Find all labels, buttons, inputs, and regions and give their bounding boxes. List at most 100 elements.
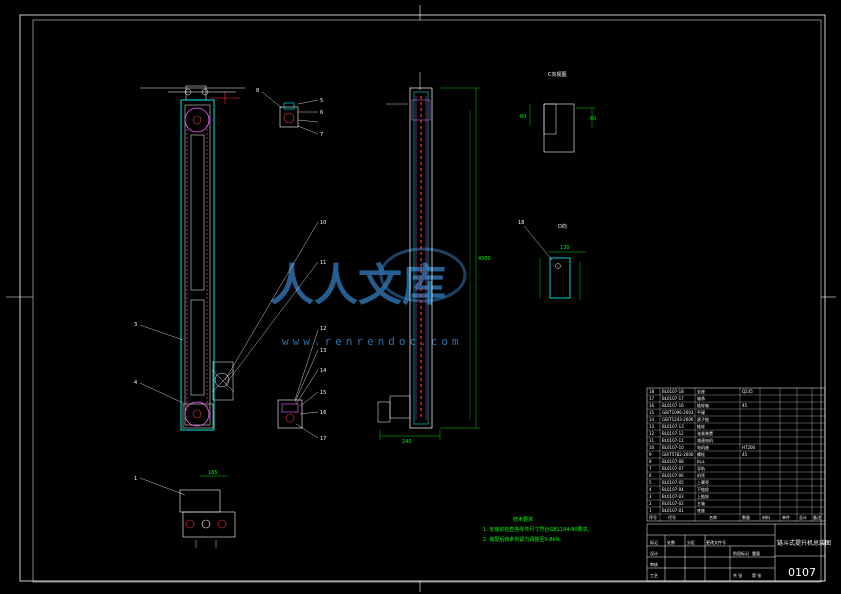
bom-header-cell: 序号 (649, 514, 657, 520)
title-cell-1: 处数 (667, 539, 675, 545)
balloon-right-17: 17 (320, 436, 326, 442)
bom-cell: 机壳 (697, 472, 705, 478)
balloon-top-6: 6 (320, 110, 323, 116)
bom-cell: 18 (649, 389, 655, 394)
bom-cell: 滚子链 (697, 416, 709, 422)
drawing-number: 0107 (788, 566, 816, 579)
dim-total-height: 4500 (478, 256, 491, 262)
title-cell-8: 工艺 (650, 573, 658, 578)
dim-c-width: 60 (520, 114, 526, 120)
bom-header-cell: 数量 (742, 514, 750, 520)
bom-cell: 15 (649, 410, 655, 415)
top-section-detail (261, 91, 319, 135)
balloon-right-10: 10 (320, 220, 326, 226)
bom-cell: 导轨 (697, 465, 705, 471)
tech-note-1: 1. 安装前检查各零件尺寸符合GB1184-80要求。 (483, 526, 593, 533)
bom-cell: BL0107-10 (662, 445, 684, 450)
bom-cell: 链轮 (697, 423, 705, 429)
bom-cell: BL0107-17 (662, 396, 684, 401)
bom-cell: 12 (649, 431, 655, 436)
bom-cell: BL0107-06 (662, 473, 684, 478)
bom-header-cell: 代号 (668, 514, 676, 520)
dim-bottom-width: 240 (402, 439, 412, 445)
bom-cell: 轴承 (697, 395, 705, 401)
bom-cell: BL0107-04 (662, 487, 684, 492)
tech-note-2: 2. 装配后链条张紧力调整至5-8kN。 (483, 536, 564, 543)
bom-cell: 10 (649, 445, 655, 450)
title-cell-11: 重量 (752, 550, 760, 556)
bom-cell: 螺栓 (697, 451, 705, 457)
watermark-text: 人人文库 (270, 260, 446, 311)
bom-cell: BL0107-02 (662, 501, 684, 506)
base-detail-view (139, 475, 236, 548)
balloon-left-3: 3 (134, 322, 137, 328)
balloon-base-1: 1 (134, 476, 137, 482)
bom-cell: 平键 (697, 409, 705, 415)
left-main-view (139, 85, 319, 431)
balloon-left-4: 4 (134, 380, 137, 386)
bom-cell: 底座 (697, 507, 705, 513)
title-cell-3: 更改文件号 (706, 539, 726, 545)
bom-cell: 9 (649, 452, 652, 457)
sheet-border (6, 5, 836, 592)
balloon-top-8: 8 (256, 88, 259, 94)
bom-cell: 45 (742, 403, 748, 408)
dim-base-width: 165 (208, 470, 218, 476)
bom-frame (646, 387, 826, 522)
title-cell-13: 共 张 (733, 572, 742, 578)
c-view-title: C向视图 (548, 71, 567, 78)
bom-header-cell: 名称 (709, 514, 717, 520)
d-view (523, 225, 586, 300)
bom-cell: 7 (649, 466, 652, 471)
title-cell-2: 分区 (687, 539, 695, 545)
title-cell-7: 审核 (650, 561, 658, 567)
watermark: 人人文库 www.renrendoc.com (270, 247, 467, 348)
bom-cell: BL0107-08 (662, 459, 684, 464)
bom-header-cell: 备注 (813, 514, 821, 520)
c-view (529, 103, 596, 153)
dim-d-width: 130 (560, 245, 570, 251)
balloon-d-18: 18 (518, 220, 524, 226)
title-cell-10: 阶段标记 (733, 550, 749, 556)
title-cell-0: 标记 (650, 539, 658, 545)
balloon-right-15: 15 (320, 390, 326, 396)
title-block (646, 523, 826, 582)
bom-cell: 电机座 (697, 444, 709, 450)
bom-cell: Q235 (742, 389, 753, 394)
bom-header-cell: 总计 (799, 514, 807, 520)
dim-c-height: 60 (590, 116, 596, 122)
balloon-right-14: 14 (320, 368, 326, 374)
bom-cell: 14 (649, 417, 655, 422)
bom-cell: BL0107-11 (662, 438, 684, 443)
bom-cell: BL0107-03 (662, 494, 684, 499)
bom-cell: 料斗 (697, 458, 705, 464)
bom-cell: 张紧装置 (697, 430, 713, 436)
tensioner-detail (277, 329, 319, 439)
balloon-top-7: 7 (320, 132, 323, 138)
balloon-top-5: 5 (320, 98, 323, 104)
bom-cell: BL0107-18 (662, 389, 684, 394)
bom-cell: GB/T5782-2000 (662, 452, 694, 457)
balloon-right-12: 12 (320, 326, 326, 332)
tech-notes-title: 技术要求 (513, 516, 533, 523)
bom-cell: 5 (649, 480, 652, 485)
bom-cell: 上链轮 (697, 493, 709, 499)
bom-cell: HT200 (742, 445, 756, 450)
title-cell-14: 第 张 (752, 572, 761, 578)
bom-cell: GB/T1096-2003 (662, 410, 694, 415)
bom-cell: BL0107-05 (662, 480, 684, 485)
bom-cell: 上罩壳 (697, 479, 709, 485)
bom-cell: BL0107-07 (662, 466, 684, 471)
bom-cell: BL0107-16 (662, 403, 684, 408)
bom-cell: 链轮轴 (697, 402, 709, 408)
bom-cell: 8 (649, 459, 652, 464)
balloon-right-13: 13 (320, 348, 326, 354)
title-cell-6: 设计 (650, 550, 658, 556)
balloon-right-11: 11 (320, 260, 326, 266)
bom-cell: 1 (649, 508, 652, 513)
bom-header-cell: 单件 (782, 514, 790, 520)
drawing-title: 链斗式提升机总装图 (777, 539, 831, 547)
bom-cell: 45 (742, 452, 748, 457)
